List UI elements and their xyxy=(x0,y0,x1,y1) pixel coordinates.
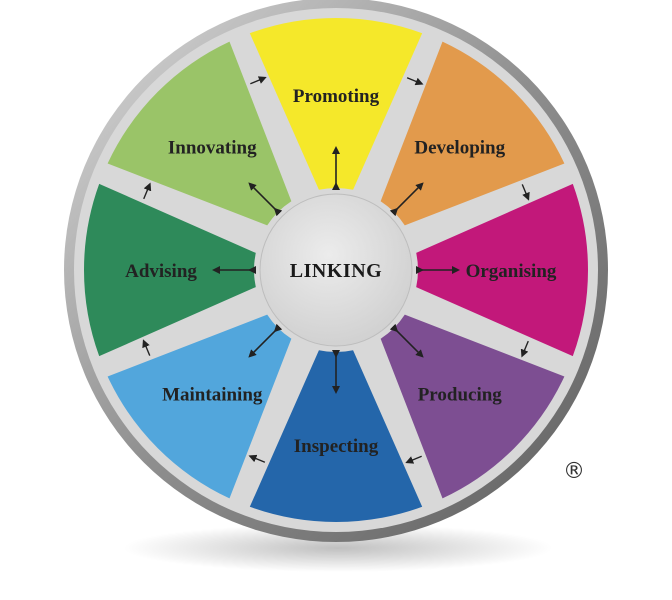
segment-maintaining xyxy=(107,314,292,499)
segment-label-advising: Advising xyxy=(125,261,197,282)
spokes-layer xyxy=(212,146,460,394)
labels-layer: PromotingDevelopingOrganisingProducingIn… xyxy=(125,86,557,457)
segment-advising xyxy=(84,183,256,357)
ring-arrow-after-organising xyxy=(520,340,529,358)
hub-label: LINKING xyxy=(290,260,382,282)
segment-label-inspecting: Inspecting xyxy=(294,436,379,457)
segment-label-producing: Producing xyxy=(418,385,503,406)
segment-inspecting xyxy=(249,350,423,522)
spoke-arrow-producing xyxy=(389,323,424,358)
segment-label-organising: Organising xyxy=(466,261,557,282)
registered-trademark-mark: ® xyxy=(563,459,585,484)
segment-label-developing: Developing xyxy=(414,137,505,158)
hub-circle xyxy=(259,193,413,347)
segment-developing xyxy=(380,41,565,226)
segment-producing xyxy=(380,314,565,499)
ring-arrow-after-maintaining xyxy=(142,339,151,356)
spoke-arrow-developing xyxy=(389,182,424,217)
segment-promoting xyxy=(249,17,423,190)
ring-arrow-after-promoting xyxy=(406,77,424,86)
segment-label-innovating: Innovating xyxy=(168,137,257,158)
spoke-arrow-innovating xyxy=(248,182,283,217)
wheel-shadow xyxy=(123,524,553,572)
segment-label-promoting: Promoting xyxy=(293,86,380,107)
segment-innovating xyxy=(107,41,292,226)
ring-arrow-after-producing xyxy=(405,455,422,464)
ring-arrow-after-advising xyxy=(143,182,152,200)
ring-arrow-after-inspecting xyxy=(248,454,266,463)
ring-arrow-after-developing xyxy=(521,184,530,201)
spoke-arrow-maintaining xyxy=(248,323,283,358)
segments-layer xyxy=(84,17,588,522)
segment-organising xyxy=(416,183,588,357)
ring-arrows-layer xyxy=(142,76,530,464)
segment-label-maintaining: Maintaining xyxy=(162,385,263,406)
ring-arrow-after-innovating xyxy=(250,76,267,85)
